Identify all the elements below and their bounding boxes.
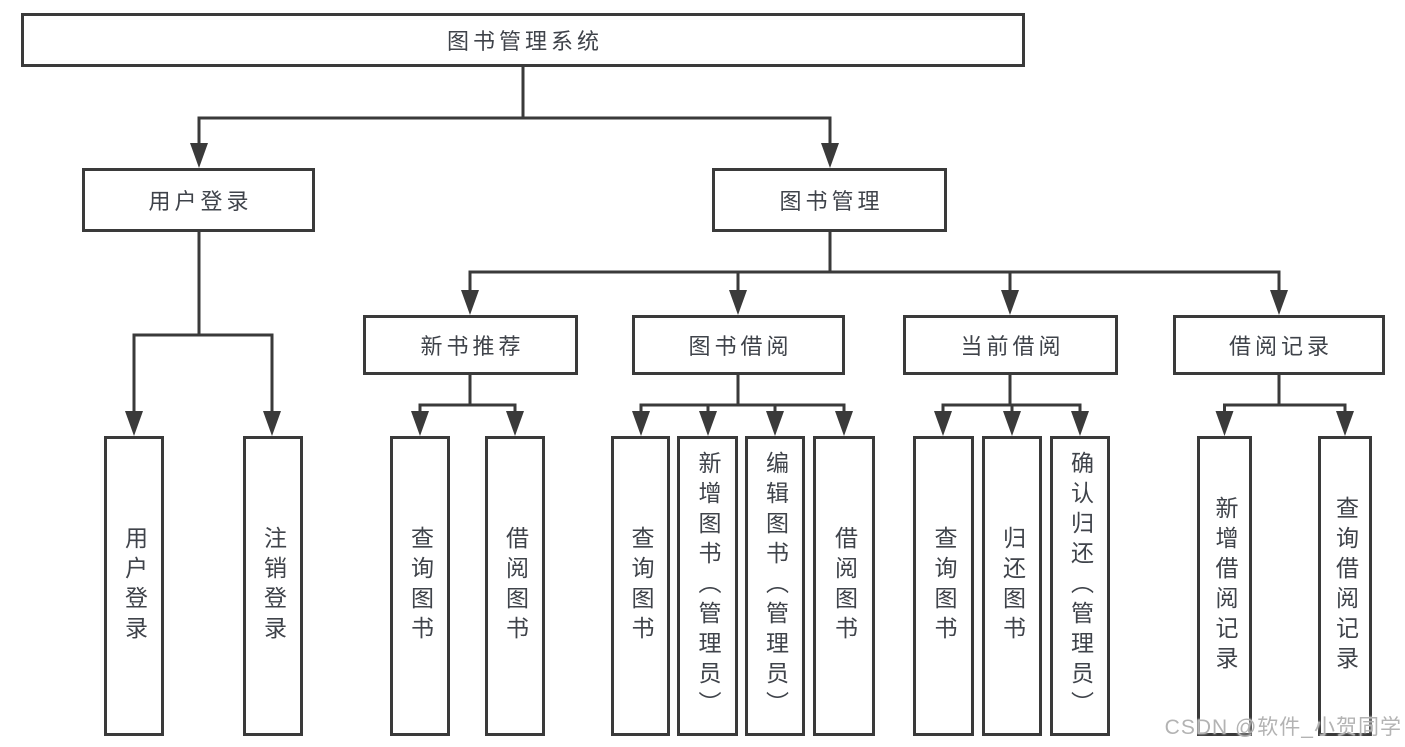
node-user-login: 用户登录 <box>82 168 315 232</box>
leaf-query-borrow-record: 查询借阅记录 <box>1318 436 1372 736</box>
arrowhead-icon <box>699 411 717 436</box>
arrowhead-icon <box>835 411 853 436</box>
leaf-query-borrow-record-label: 查询借阅记录 <box>1332 496 1359 676</box>
arrowhead-icon <box>1215 411 1234 436</box>
leaf-edit-books-admin-label: 编辑图书（管理员） <box>762 451 789 721</box>
arrowhead-icon <box>1001 290 1019 315</box>
arrowhead-icon <box>125 411 143 436</box>
leaf-query-books-borrowing-label: 查询图书 <box>628 526 654 646</box>
arrowhead-icon <box>821 143 839 168</box>
arrowhead-icon <box>632 411 650 436</box>
node-borrowing-records: 借阅记录 <box>1173 315 1385 375</box>
node-book-management-label: 图书管理 <box>779 189 884 214</box>
leaf-borrow-books-borrowing-label: 借阅图书 <box>831 526 858 646</box>
node-book-borrowing: 图书借阅 <box>632 315 845 375</box>
leaf-user-login: 用户登录 <box>104 436 164 736</box>
node-root: 图书管理系统 <box>21 13 1025 67</box>
node-borrowing-records-label: 借阅记录 <box>1228 334 1333 359</box>
leaf-borrow-books-recommend: 借阅图书 <box>485 436 545 736</box>
csdn-watermark: CSDN @软件_小贺同学 <box>1164 716 1402 739</box>
node-root-label: 图书管理系统 <box>446 29 603 54</box>
arrowhead-icon <box>411 411 429 436</box>
leaf-query-books-current: 查询图书 <box>913 436 974 736</box>
leaf-return-books-label: 归还图书 <box>999 526 1026 646</box>
leaf-borrow-books-recommend-label: 借阅图书 <box>502 526 529 646</box>
arrowhead-icon <box>461 290 479 315</box>
arrowhead-icon <box>1336 411 1354 436</box>
leaf-add-books-admin-label: 新增图书（管理员） <box>695 451 721 721</box>
leaf-add-borrow-record: 新增借阅记录 <box>1197 436 1252 736</box>
node-book-borrowing-label: 图书借阅 <box>688 334 793 359</box>
leaf-return-books: 归还图书 <box>982 436 1042 736</box>
node-user-login-label: 用户登录 <box>148 189 253 214</box>
arrowhead-icon <box>934 411 952 436</box>
leaf-confirm-return-admin-label: 确认归还（管理员） <box>1067 451 1094 721</box>
arrowhead-icon <box>506 411 524 436</box>
leaf-user-login-label: 用户登录 <box>121 526 148 646</box>
arrowhead-icon <box>1270 290 1288 315</box>
leaf-logout-label: 注销登录 <box>260 526 287 646</box>
leaf-add-borrow-record-label: 新增借阅记录 <box>1212 496 1238 676</box>
arrowhead-icon <box>1003 411 1021 436</box>
arrowhead-icon <box>263 411 281 436</box>
arrowhead-icon <box>190 143 208 168</box>
leaf-confirm-return-admin: 确认归还（管理员） <box>1050 436 1110 736</box>
leaf-query-books-current-label: 查询图书 <box>931 526 957 646</box>
arrowhead-icon <box>729 290 747 315</box>
leaf-edit-books-admin: 编辑图书（管理员） <box>745 436 805 736</box>
node-current-borrowing-label: 当前借阅 <box>960 334 1065 359</box>
arrowhead-icon <box>766 411 784 436</box>
leaf-query-books-borrowing: 查询图书 <box>611 436 670 736</box>
node-new-book-recommendation-label: 新书推荐 <box>420 334 525 359</box>
leaf-borrow-books-borrowing: 借阅图书 <box>813 436 875 736</box>
leaf-logout: 注销登录 <box>243 436 303 736</box>
node-book-management: 图书管理 <box>712 168 947 232</box>
leaf-query-books-recommend-label: 查询图书 <box>407 526 434 646</box>
leaf-add-books-admin: 新增图书（管理员） <box>677 436 738 736</box>
node-new-book-recommendation: 新书推荐 <box>363 315 578 375</box>
arrowhead-icon <box>1071 411 1089 436</box>
leaf-query-books-recommend: 查询图书 <box>390 436 450 736</box>
node-current-borrowing: 当前借阅 <box>903 315 1118 375</box>
